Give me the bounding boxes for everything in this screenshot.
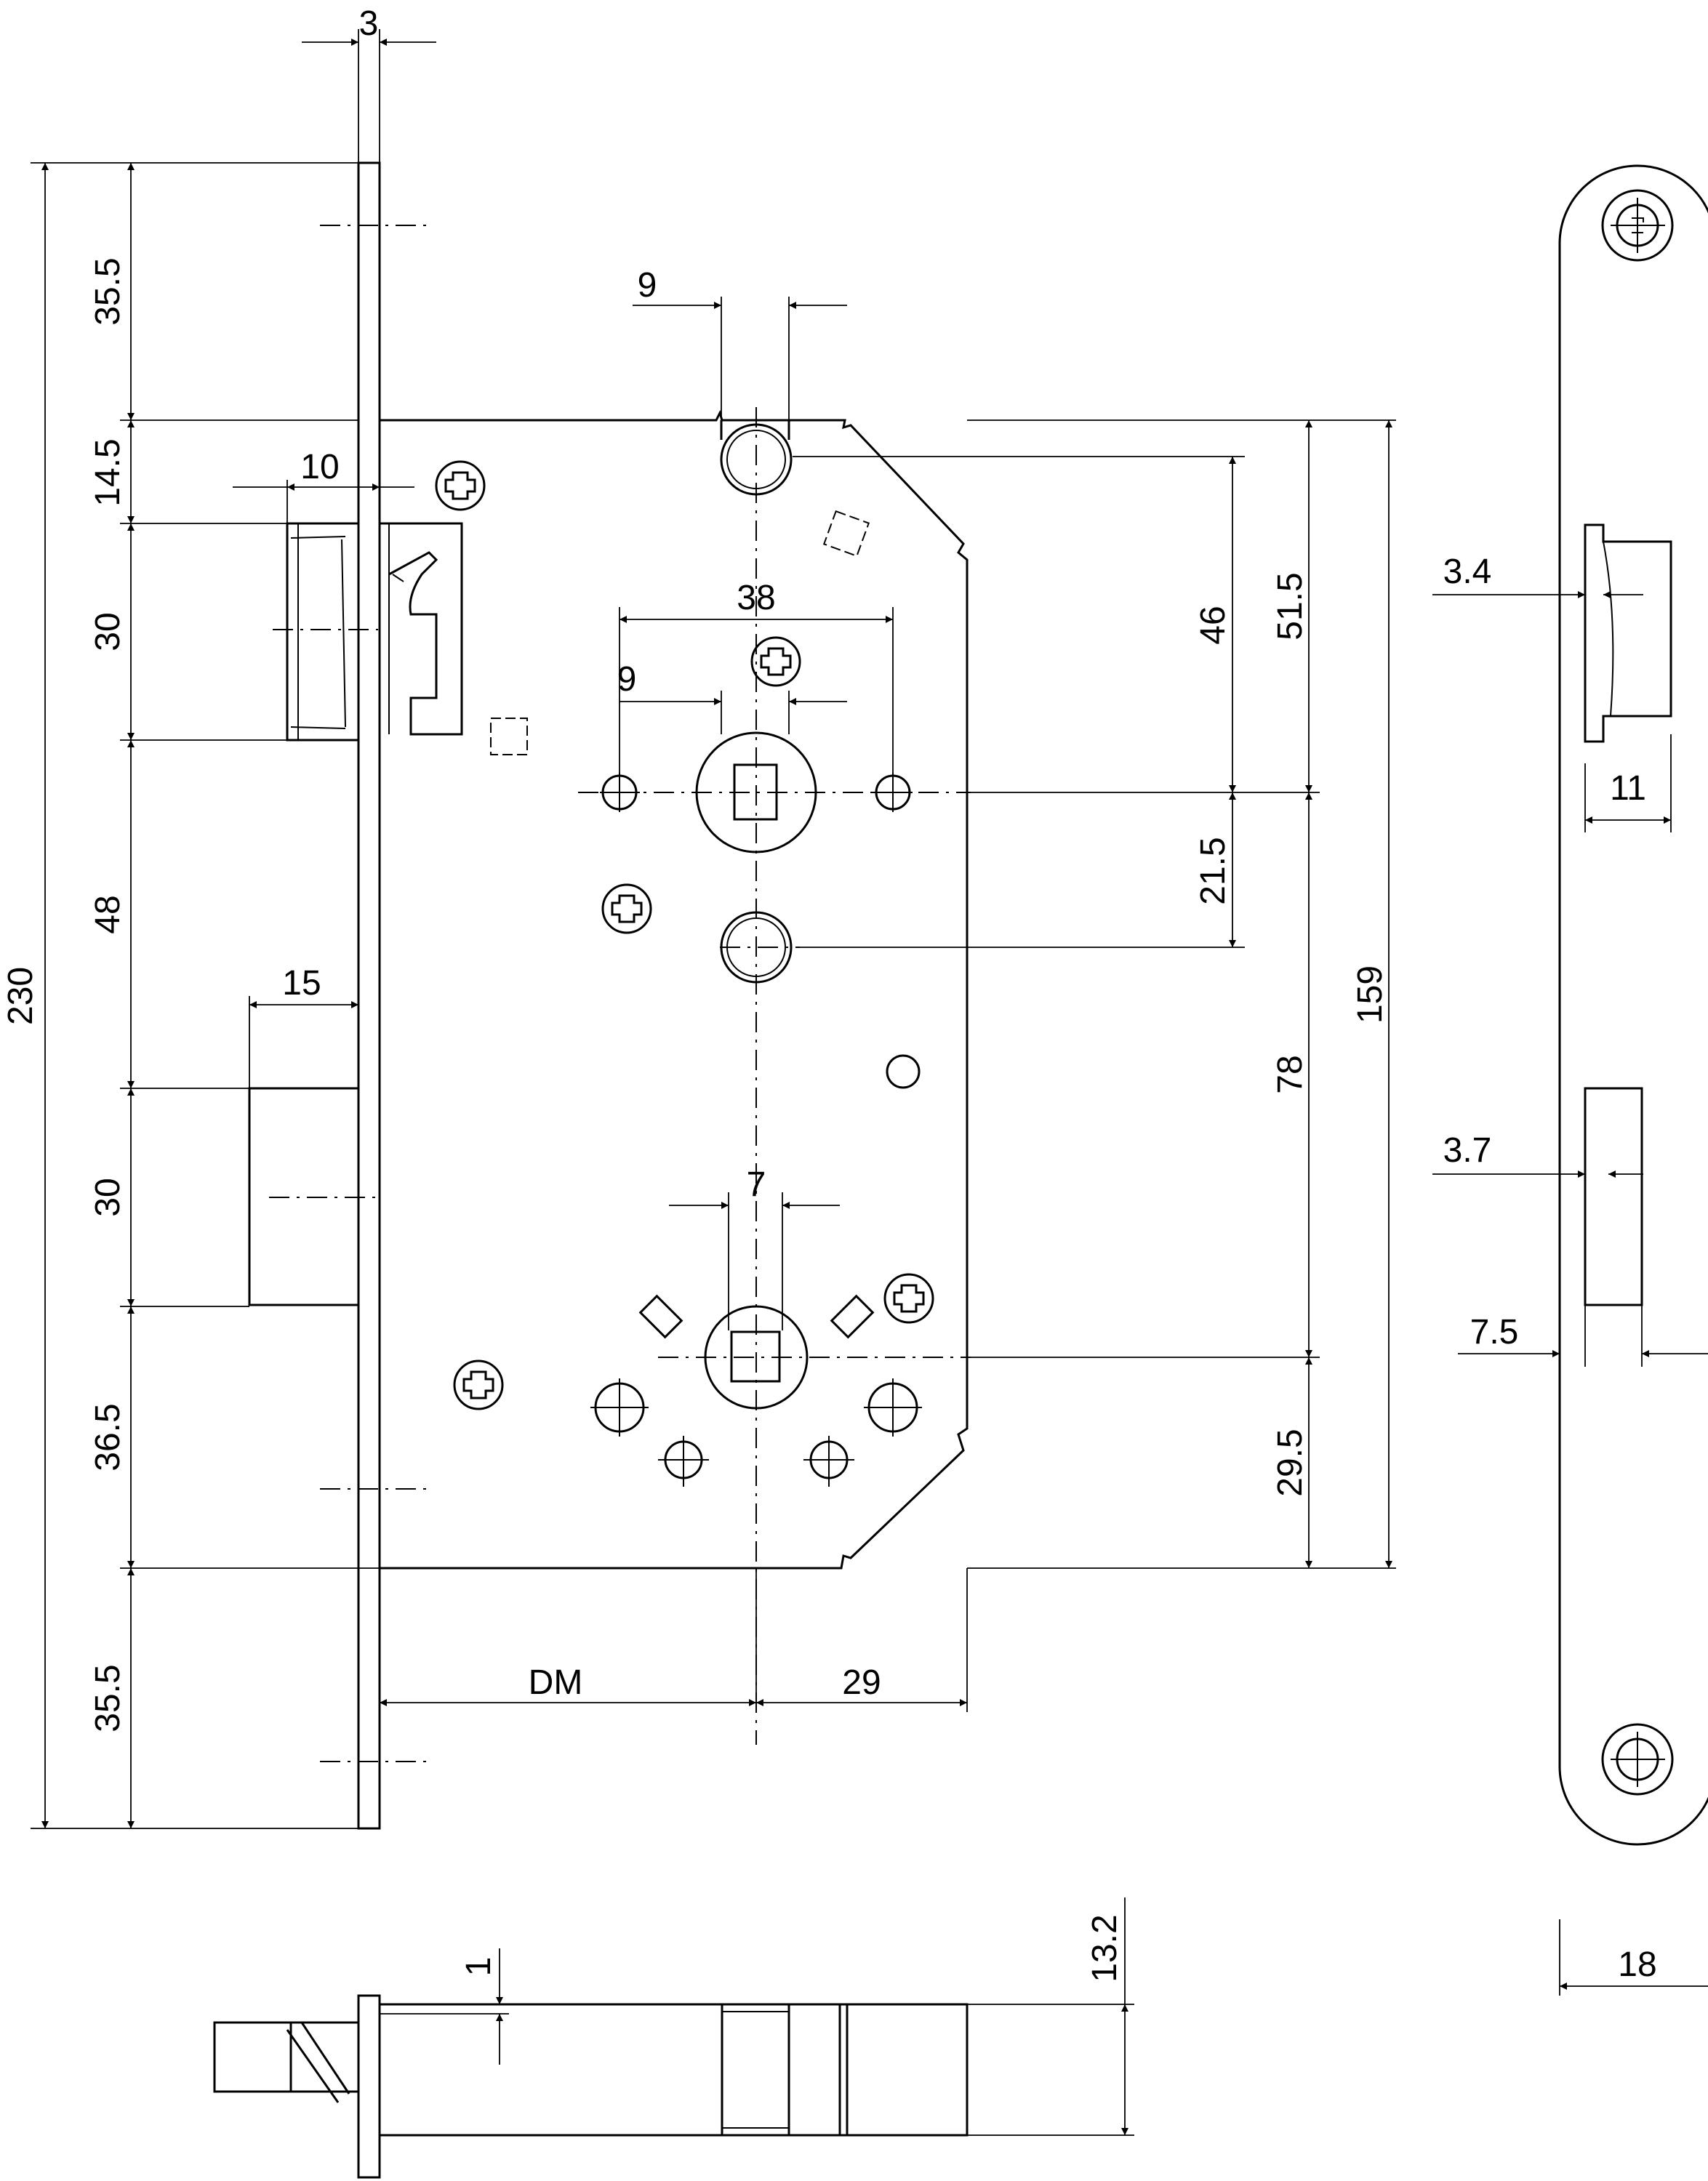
forend-face — [1558, 164, 1708, 1846]
label-dm: DM — [529, 1663, 583, 1702]
label-total-230: 230 — [1, 967, 40, 1025]
screw-4 — [883, 1273, 934, 1324]
label-front-thickness: 3 — [359, 4, 379, 43]
bottom-case — [378, 2003, 969, 2137]
small-square-top — [822, 510, 870, 558]
label-7-5: 7.5 — [1470, 1313, 1519, 1351]
screw-2 — [750, 636, 801, 687]
dead-bolt — [248, 1087, 360, 1306]
label-14-5: 14.5 — [89, 438, 127, 506]
main-view — [248, 161, 971, 1830]
forend-screw-top — [1601, 189, 1674, 262]
label-cyl-7: 7 — [747, 1165, 766, 1204]
label-48: 48 — [89, 895, 127, 933]
latch-opening — [1584, 523, 1672, 743]
label-159: 159 — [1351, 965, 1390, 1024]
label-29-5: 29.5 — [1271, 1429, 1310, 1496]
center-lines — [269, 225, 971, 1762]
label-13-2: 13.2 — [1086, 1914, 1124, 1982]
label-bot-1: 1 — [460, 1957, 498, 1977]
label-latch-30: 30 — [89, 612, 127, 651]
diamond-right — [830, 1294, 875, 1339]
forend-screw-bottom — [1601, 1723, 1674, 1796]
pin-hole — [886, 1054, 921, 1089]
label-18: 18 — [1618, 1945, 1656, 1984]
latch-bolt — [286, 522, 463, 742]
label-latch-10: 10 — [300, 448, 339, 486]
screw-1 — [435, 460, 486, 511]
label-follower-9: 9 — [617, 660, 637, 699]
bolt-opening — [1584, 1087, 1643, 1306]
label-3-7: 3.7 — [1443, 1131, 1492, 1170]
label-bolt-15: 15 — [282, 964, 321, 1003]
labels: 3 230 35.5 14.5 30 48 30 36.5 35.5 10 15… — [1, 4, 1657, 1984]
label-11: 11 — [1610, 769, 1646, 808]
dimension-lines — [31, 29, 1396, 1829]
label-slot-9: 9 — [638, 266, 657, 305]
bottom-view — [213, 1897, 1134, 2179]
label-29: 29 — [842, 1663, 881, 1702]
label-46: 46 — [1194, 606, 1232, 644]
bottom-forend — [357, 1994, 381, 2179]
lock-case — [380, 409, 969, 1570]
label-78: 78 — [1271, 1055, 1310, 1093]
small-square-left — [490, 718, 528, 755]
diamond-left — [638, 1294, 683, 1339]
label-bolt-30: 30 — [89, 1178, 127, 1216]
label-3-4: 3.4 — [1443, 553, 1492, 591]
forend-plate — [357, 161, 381, 1830]
label-51-5: 51.5 — [1271, 572, 1310, 640]
label-36-5: 36.5 — [89, 1403, 127, 1471]
screw-3 — [601, 883, 652, 934]
label-bottom-35-5: 35.5 — [89, 1664, 127, 1732]
side-view — [1432, 164, 1708, 1996]
label-top-35-5: 35.5 — [89, 257, 127, 325]
label-21-5: 21.5 — [1194, 837, 1232, 904]
top-slot — [720, 420, 790, 440]
screw-5 — [453, 1359, 504, 1410]
bottom-latch — [213, 2021, 360, 2093]
label-38: 38 — [737, 579, 775, 617]
